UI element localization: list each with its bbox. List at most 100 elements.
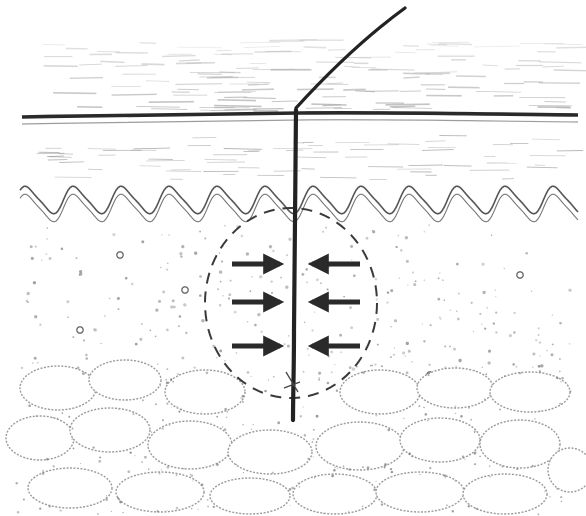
stipple-dot [100, 343, 101, 344]
stipple-dot [559, 322, 562, 325]
hatch-stroke [100, 61, 124, 62]
septum-speckle [118, 409, 119, 410]
septum-speckle [343, 465, 344, 466]
septum-speckle [368, 370, 369, 371]
septum-speckle [403, 418, 405, 420]
stipple-dot [491, 234, 493, 236]
septum-speckle [190, 474, 193, 477]
septum-speckle [519, 372, 521, 374]
septum-speckle [273, 376, 275, 378]
stipple-dot [76, 257, 78, 259]
stipple-dot [167, 263, 168, 264]
stipple-dot [185, 332, 187, 334]
stipple-dot [376, 299, 378, 301]
septum-speckle [455, 413, 457, 415]
hatch-stroke [351, 67, 376, 68]
stipple-dot [219, 270, 222, 273]
septum-speckle [318, 379, 320, 381]
septum-speckle [207, 499, 209, 501]
stipple-dot [131, 283, 134, 286]
septum-speckle [502, 465, 504, 467]
septum-speckle [52, 417, 53, 418]
septum-speckle [167, 466, 170, 469]
septum-speckle [333, 469, 336, 472]
septum-speckle [80, 463, 81, 464]
septum-speckle [190, 474, 191, 475]
hatch-stroke [242, 89, 274, 90]
fat-lobule [463, 474, 547, 514]
hatch-stroke [244, 47, 280, 48]
septum-speckle [372, 365, 373, 366]
septum-speckle [561, 377, 564, 380]
septum-speckle [166, 403, 168, 405]
stipple-dot [439, 272, 441, 274]
septum-speckle [534, 418, 535, 419]
stipple-dot [405, 355, 407, 357]
septum-speckle [206, 372, 209, 375]
septum-speckle [384, 463, 387, 466]
stipple-dot [31, 257, 34, 260]
septum-speckle [191, 508, 192, 509]
stipple-dot [288, 335, 289, 336]
epidermis-stroke [320, 177, 357, 178]
stipple-dot [33, 281, 36, 284]
hatch-stroke [543, 66, 564, 67]
septum-speckle [156, 510, 158, 512]
stipple-dot [170, 305, 173, 308]
stipple-dot [481, 323, 482, 324]
septum-speckle [327, 382, 330, 385]
stipple-dot [405, 236, 408, 239]
hatch-stroke [529, 105, 573, 106]
stipple-dot [272, 250, 274, 252]
septum-speckle [240, 397, 242, 399]
septum-speckle [144, 456, 147, 459]
septum-speckle [479, 456, 481, 458]
hatch-stroke [53, 93, 96, 94]
septum-speckle [408, 452, 411, 455]
septum-speckle [177, 373, 179, 375]
septum-speckle [462, 455, 464, 457]
hatch-stroke [115, 66, 147, 67]
stipple-dot [194, 252, 197, 255]
septum-speckle [264, 390, 266, 392]
stipple-dot [482, 263, 485, 266]
stipple-dot [559, 371, 561, 373]
stipple-dot [157, 363, 159, 365]
septum-speckle [348, 511, 349, 512]
epidermis-stroke [426, 141, 446, 142]
septum-speckle [314, 477, 316, 479]
septum-speckle [476, 508, 478, 510]
stipple-dot [320, 282, 322, 284]
dermal-cell [117, 252, 123, 258]
hatch-stroke [304, 47, 327, 48]
epidermis-stroke [294, 157, 327, 158]
stipple-dot [351, 259, 352, 260]
stipple-dot [394, 347, 395, 348]
epidermis-stroke [408, 165, 443, 166]
dermal-cell [182, 287, 188, 293]
stipple-dot [402, 351, 405, 354]
stipple-dot [183, 303, 186, 306]
septum-speckle [468, 407, 470, 409]
hatch-stroke [448, 87, 480, 88]
septum-speckle [99, 456, 101, 458]
stipple-dot [424, 279, 426, 281]
stipple-dot [339, 334, 342, 337]
septum-speckle [229, 444, 230, 445]
septum-speckle [307, 458, 309, 460]
septum-speckle [561, 403, 562, 404]
stipple-dot [488, 350, 491, 353]
stipple-dot [352, 367, 355, 370]
septum-speckle [499, 409, 501, 411]
septum-speckle [170, 378, 172, 380]
stipple-dot [546, 350, 547, 351]
hatch-stroke [403, 77, 419, 78]
epidermis-texture [37, 136, 583, 180]
hatch-stroke [198, 74, 222, 75]
stipple-dot [117, 297, 120, 300]
stipple-dot [30, 245, 33, 248]
stipple-dot [387, 291, 389, 293]
stipple-dot [160, 267, 161, 268]
stipple-dot [220, 281, 222, 283]
hatch-stroke [476, 91, 521, 92]
